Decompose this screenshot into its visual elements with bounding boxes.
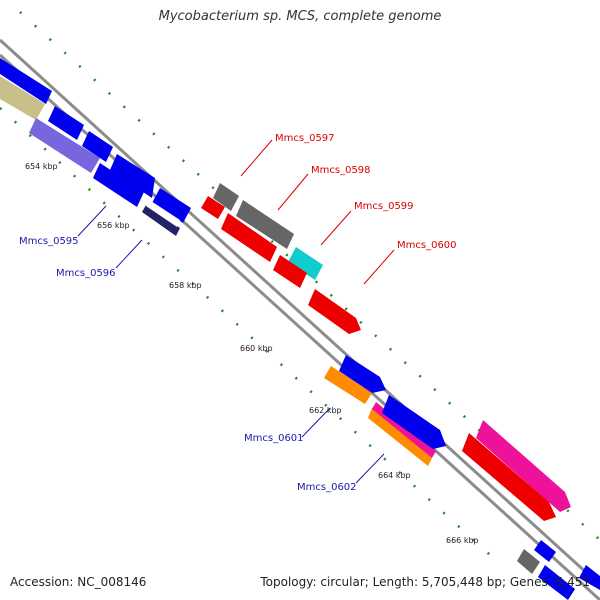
map-title: Mycobacterium sp. MCS, complete genome: [158, 9, 442, 24]
gene-label-mmcs-0597[interactable]: Mmcs_0597: [275, 133, 335, 144]
gene-label-mmcs-0599[interactable]: Mmcs_0599: [354, 201, 414, 212]
gene-label-mmcs-0601[interactable]: Mmcs_0601: [244, 433, 304, 444]
gene-blue-11[interactable]: [579, 565, 600, 590]
gene-blue-7[interactable]: [339, 355, 386, 393]
gene-gray-2[interactable]: [236, 200, 294, 249]
kbp-label: 654 kbp: [25, 162, 58, 171]
gene-blue-6[interactable]: [152, 188, 191, 223]
gene-label-mmcs-0595[interactable]: Mmcs_0595: [19, 236, 79, 247]
gene-orange-2[interactable]: [368, 408, 432, 466]
gene-red-1[interactable]: [201, 196, 225, 219]
gene-red-5[interactable]: [462, 433, 556, 521]
gene-red-3[interactable]: [273, 255, 307, 288]
leader-mmcs-0598: [277, 173, 309, 211]
kbp-label: 662 kbp: [309, 406, 342, 415]
gene-label-mmcs-0600[interactable]: Mmcs_0600: [397, 240, 457, 251]
backbone-line: [0, 38, 600, 587]
kbp-label: 658 kbp: [169, 281, 202, 290]
gene-blue-9[interactable]: [534, 540, 556, 562]
gene-orange-1[interactable]: [324, 366, 372, 404]
gene-blue-2[interactable]: [48, 106, 84, 140]
gene-blue-8[interactable]: [382, 395, 446, 449]
leader-mmcs-0601: [301, 407, 331, 438]
genome-summary-text: Topology: circular; Length: 5,705,448 bp…: [260, 575, 590, 589]
leader-mmcs-0599: [320, 210, 352, 246]
leader-mmcs-0602: [355, 453, 385, 484]
gene-label-mmcs-0596[interactable]: Mmcs_0596: [56, 268, 116, 279]
gene-red-4[interactable]: [308, 289, 361, 334]
leader-mmcs-0600: [363, 249, 395, 285]
gene-blue-4[interactable]: [110, 154, 155, 198]
feature-lavender[interactable]: [29, 118, 100, 173]
leader-mmcs-0597: [240, 139, 273, 177]
kbp-label: 660 kbp: [240, 344, 273, 353]
accession-text: Accession: NC_008146: [10, 575, 147, 589]
gene-blue-3[interactable]: [82, 131, 113, 162]
gene-blue-5[interactable]: [93, 163, 144, 207]
gene-dark-stripe[interactable]: [142, 205, 180, 236]
gene-label-mmcs-0602[interactable]: Mmcs_0602: [297, 482, 357, 493]
gene-gray-1[interactable]: [213, 183, 239, 211]
tick-row-lower: [0, 107, 491, 556]
gene-label-mmcs-0598[interactable]: Mmcs_0598: [311, 165, 371, 176]
feature-khaki[interactable]: [0, 76, 45, 120]
kbp-label: 656 kbp: [97, 221, 130, 230]
kbp-label: 664 kbp: [378, 471, 411, 480]
gene-blue-1[interactable]: [0, 58, 52, 104]
leader-mmcs-0596: [115, 239, 143, 269]
gene-pink[interactable]: [476, 420, 571, 512]
leader-mmcs-0595: [77, 205, 107, 237]
gene-red-2[interactable]: [221, 213, 277, 262]
gene-blue-10[interactable]: [538, 565, 575, 600]
kbp-label: 666 kbp: [446, 536, 479, 545]
gene-gray-3[interactable]: [517, 549, 540, 574]
gene-white-stripe[interactable]: [146, 199, 180, 227]
gene-cyan[interactable]: [288, 247, 323, 280]
